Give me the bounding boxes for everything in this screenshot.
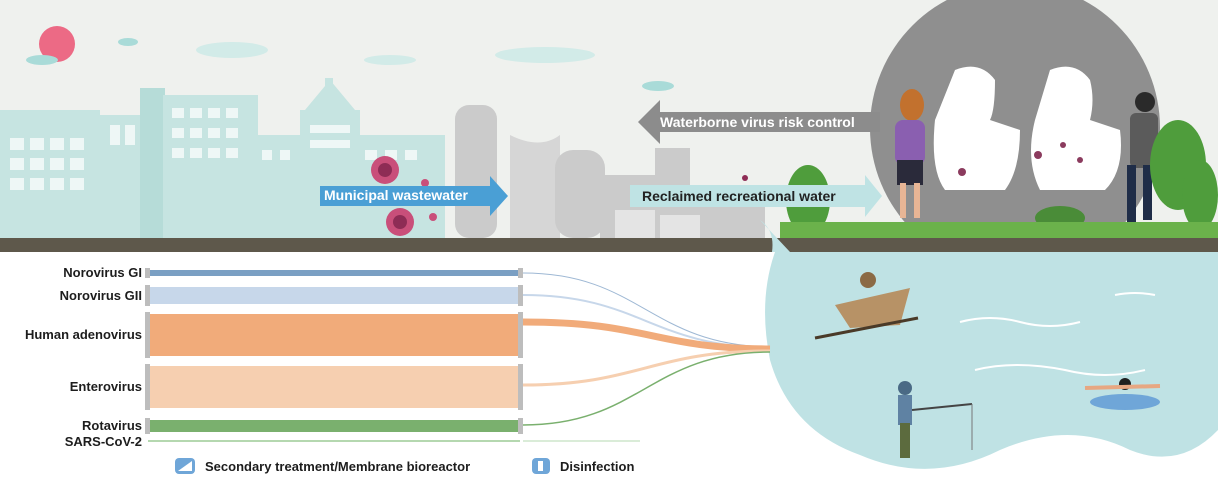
cloud-icon	[495, 47, 595, 63]
lungs-icon	[1031, 66, 1121, 190]
reclaimed-water-label: Reclaimed recreational water	[642, 188, 836, 204]
cloud-icon	[196, 42, 268, 58]
ground-strip	[0, 238, 790, 252]
virus-label-norovirus-gii: Norovirus GII	[59, 288, 142, 303]
virus-label-rotavirus: Rotavirus	[82, 418, 142, 433]
building-windows	[10, 108, 417, 190]
boat-icon	[814, 272, 919, 340]
virus-label-norovirus-gi: Norovirus GI	[63, 265, 142, 280]
virus-label-human-adenovirus: Human adenovirus	[24, 327, 142, 342]
legend-disinfection: Disinfection	[560, 459, 635, 474]
risk-control-label: Waterborne virus risk control	[660, 114, 855, 130]
woman-figure	[895, 89, 925, 218]
virus-icon	[958, 142, 1083, 176]
virus-flow-bands	[145, 268, 523, 442]
virus-label-sars-cov-2: SARS-CoV-2	[64, 434, 142, 449]
grass-strip	[780, 222, 1218, 238]
cloud-icon	[26, 55, 58, 65]
cloud-icon	[118, 38, 138, 46]
swimmer-icon	[1084, 378, 1161, 410]
virus-flow-curves	[522, 272, 771, 442]
reclaimed-arrow	[630, 175, 882, 217]
municipal-arrow	[320, 176, 508, 216]
sun-icon	[39, 26, 75, 62]
virus-label-enterovirus: Enterovirus	[69, 379, 142, 394]
risk-control-arrow	[638, 100, 880, 144]
fisherman-icon	[898, 381, 973, 458]
lungs-icon	[933, 66, 1020, 190]
water-ripples	[959, 292, 1156, 376]
municipal-wastewater-label: Municipal wastewater	[324, 187, 468, 203]
recreational-water	[765, 252, 1218, 469]
disinfection-icon	[532, 458, 550, 474]
legend-secondary-treatment: Secondary treatment/Membrane bioreactor	[205, 459, 471, 474]
secondary-treatment-icon	[175, 458, 195, 474]
cloud-icon	[642, 81, 674, 91]
cloud-icon	[364, 55, 416, 65]
